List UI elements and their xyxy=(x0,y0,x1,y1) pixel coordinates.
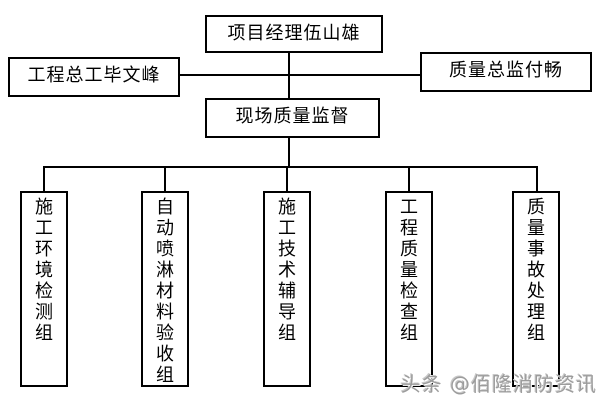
node-label: 现场质量监督 xyxy=(235,106,350,127)
connector-drop-group-1 xyxy=(43,166,45,191)
node-label: 工程质量检查组 xyxy=(400,197,418,344)
watermark-toutiao: 头条 @佰隆消防资讯 xyxy=(400,372,597,396)
node-label: 施工环境检测组 xyxy=(35,197,53,344)
node-label: 质量事故处理组 xyxy=(527,197,545,344)
node-quality-accident-handling-group: 质量事故处理组 xyxy=(512,191,560,387)
node-label: 自动喷淋材料验收组 xyxy=(156,197,174,386)
connector-left-to-right xyxy=(180,74,420,76)
node-label: 施工技术辅导组 xyxy=(278,197,296,344)
node-site-quality-supervision: 现场质量监督 xyxy=(205,98,380,138)
node-project-manager: 项目经理伍山雄 xyxy=(205,15,383,53)
node-label: 工程总工毕文峰 xyxy=(27,65,161,86)
node-chief-engineer: 工程总工毕文峰 xyxy=(8,57,180,97)
node-construction-environment-inspection-group: 施工环境检测组 xyxy=(20,191,68,387)
node-construction-technology-guidance-group: 施工技术辅导组 xyxy=(263,191,311,387)
node-label: 项目经理伍山雄 xyxy=(227,23,361,44)
connector-drop-group-4 xyxy=(408,166,410,191)
connector-drop-group-3 xyxy=(286,166,288,191)
node-label: 质量总监付畅 xyxy=(449,60,563,81)
connector-groups-bus xyxy=(43,166,538,168)
node-quality-director: 质量总监付畅 xyxy=(420,52,592,92)
node-project-quality-inspection-group: 工程质量检查组 xyxy=(385,191,433,387)
connector-drop-group-2 xyxy=(164,166,166,191)
node-sprinkler-material-acceptance-group: 自动喷淋材料验收组 xyxy=(141,191,189,387)
connector-drop-group-5 xyxy=(536,166,538,191)
connector-middle-to-bus xyxy=(288,138,290,168)
